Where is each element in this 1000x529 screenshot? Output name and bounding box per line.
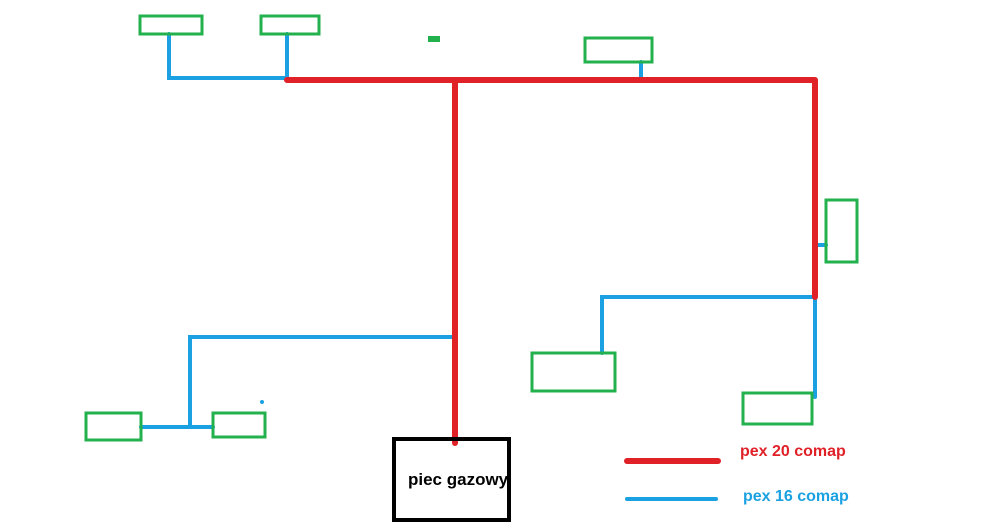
pipe-16-branch-left [188,335,457,429]
radiator-8 [211,411,267,439]
radiator-3 [583,36,654,64]
green-mark [428,36,440,42]
pipe-16-top-left [167,32,289,80]
radiator-1 [138,14,204,36]
pipe-16-branch-right [600,295,817,399]
dot [260,400,264,404]
legend-label-pex20: pex 20 comap [740,443,846,460]
radiator-2 [259,14,321,36]
legend-label-pex16: pex 16 comap [743,488,849,505]
radiator-6 [741,391,814,426]
boiler-label: piec gazowy [408,470,509,489]
radiator-5 [530,351,617,393]
radiator-7 [84,411,143,442]
pipe-20-main [284,77,818,300]
radiator-4 [824,198,859,264]
boiler-box [392,437,511,522]
